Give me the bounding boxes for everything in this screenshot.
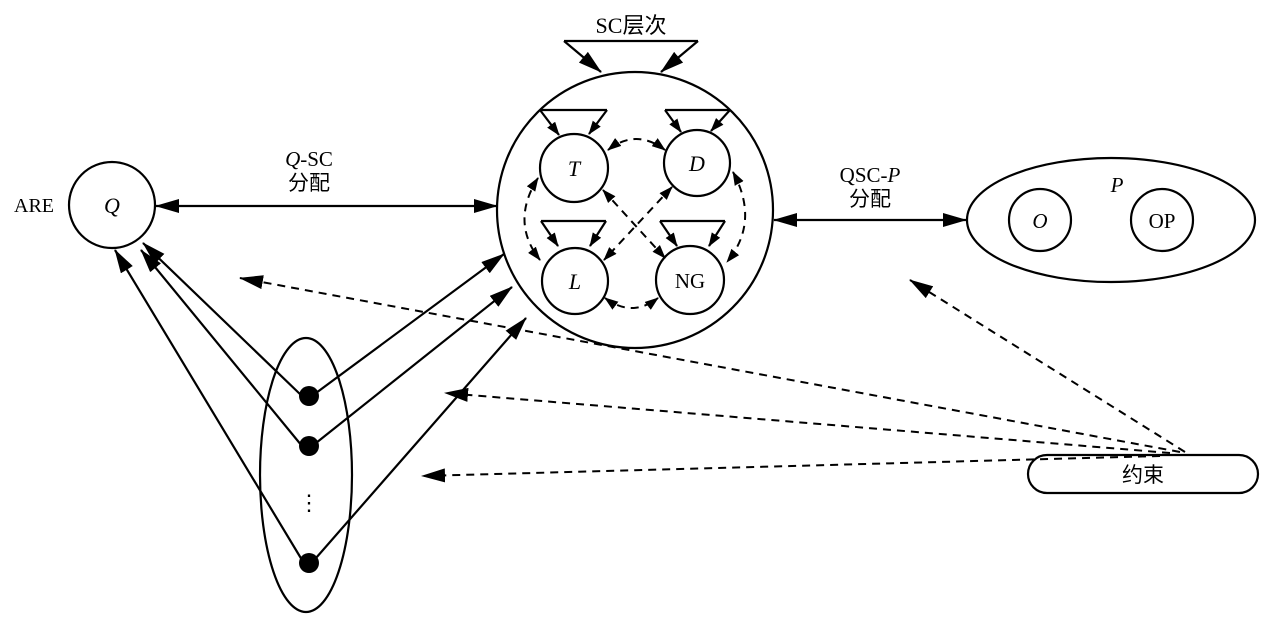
node-t-label: T bbox=[568, 156, 582, 181]
sc-level-funnel bbox=[563, 39, 699, 73]
qsc-p-label: QSC-P bbox=[840, 163, 901, 187]
qsc-p-alloc-label: 分配 bbox=[849, 187, 891, 211]
sc-circle bbox=[495, 70, 775, 350]
constraint-box bbox=[1026, 453, 1260, 495]
node-o bbox=[1007, 187, 1073, 253]
element-arrows bbox=[114, 242, 527, 561]
q-sc-alloc-label: 分配 bbox=[288, 171, 330, 195]
p-set bbox=[965, 156, 1257, 284]
inner-dashed-arrows bbox=[523, 138, 747, 310]
element-set bbox=[258, 336, 354, 614]
node-op bbox=[1129, 187, 1195, 253]
node-d-label: D bbox=[688, 151, 705, 176]
constraint-label: 约束 bbox=[1122, 463, 1164, 487]
node-op-label: OP bbox=[1149, 209, 1176, 233]
node-ng bbox=[654, 244, 726, 316]
element-dot bbox=[299, 436, 319, 456]
q-sc-label: Q-SC bbox=[285, 147, 333, 171]
node-l bbox=[540, 246, 610, 316]
are-label: ARE bbox=[14, 195, 54, 217]
node-q-label: Q bbox=[104, 193, 120, 218]
sc-level-label: SC层次 bbox=[596, 13, 667, 38]
node-o-label: O bbox=[1032, 209, 1047, 233]
p-label: P bbox=[1110, 173, 1124, 197]
element-dot bbox=[299, 386, 319, 406]
node-t bbox=[538, 132, 610, 204]
ellipsis: ⋮ bbox=[298, 490, 320, 515]
node-ng-label: NG bbox=[675, 269, 705, 293]
element-dot bbox=[299, 553, 319, 573]
constraint-arrows bbox=[239, 275, 1186, 483]
node-l-label: L bbox=[568, 269, 581, 294]
node-d bbox=[662, 128, 732, 198]
